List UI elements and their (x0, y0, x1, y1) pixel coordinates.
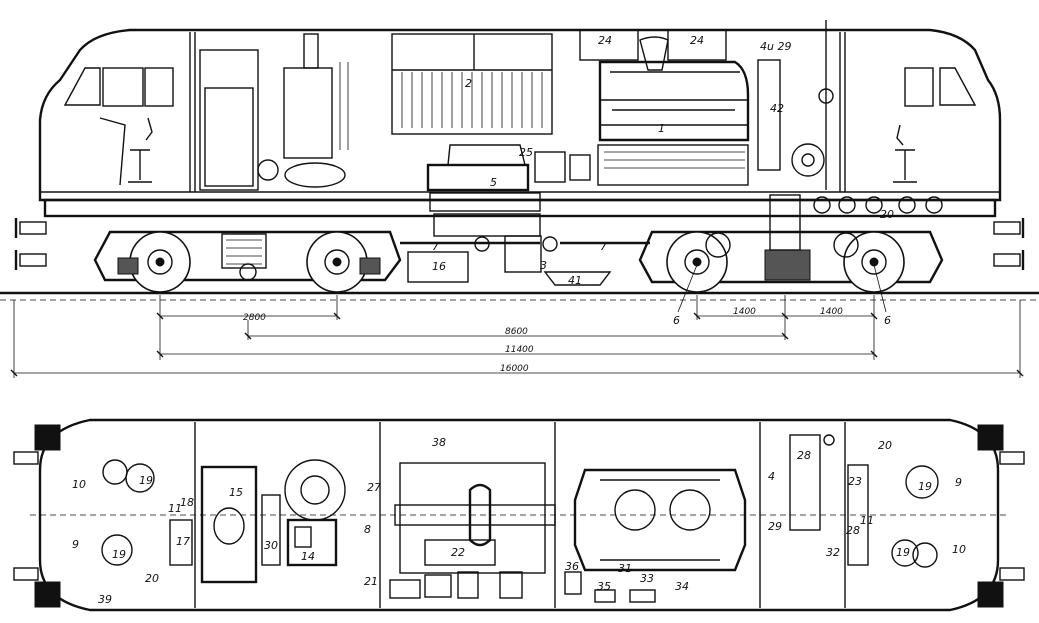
side-label-3: 3 (540, 259, 547, 272)
side-label-5: 5 (490, 176, 497, 189)
main-generator (426, 163, 530, 192)
plan-label-34: 34 (675, 580, 689, 593)
buffers-left (14, 218, 47, 270)
plan-label-36: 36 (565, 560, 579, 573)
plan-label-10a: 10 (72, 478, 86, 491)
plan-label-9a: 9 (955, 476, 962, 489)
side-label-1: 1 (658, 122, 665, 135)
plan-label-23: 23 (848, 475, 862, 488)
dim-1400-a: 1400 (733, 307, 756, 317)
plan-label-28b: 28 (846, 524, 860, 537)
right-bogie (638, 194, 944, 293)
plan-label-32: 32 (826, 546, 840, 559)
plan-label-17: 17 (176, 535, 190, 548)
side-label-4u29: 4u 29 (760, 40, 791, 53)
left-bogie (93, 230, 402, 293)
plan-label-10b: 10 (952, 543, 966, 556)
plan-label-35: 35 (597, 580, 611, 593)
dimension-lines (10, 264, 1024, 378)
side-body-outline (38, 28, 1002, 202)
plan-label-9b: 9 (72, 538, 79, 551)
dim-2800: 2800 (243, 313, 266, 323)
dim-1400-b: 1400 (820, 307, 843, 317)
side-label-20: 20 (880, 208, 894, 221)
side-label-16: 16 (432, 260, 446, 273)
plan-label-27: 27 (367, 481, 381, 494)
plan-label-20a: 20 (878, 439, 892, 452)
plan-label-14: 14 (301, 550, 315, 563)
plan-label-19c: 19 (112, 548, 126, 561)
side-label-6a: 6 (673, 314, 680, 327)
plan-body-outline (38, 418, 1000, 612)
tank-15 (200, 465, 258, 584)
dim-16000: 16000 (500, 364, 529, 374)
side-label-25: 25 (519, 146, 533, 159)
plan-label-19a: 19 (139, 474, 153, 487)
dim-8600: 8600 (505, 327, 528, 337)
plan-label-15: 15 (229, 486, 243, 499)
plan-label-31: 31 (618, 562, 632, 575)
plan-label-29: 29 (768, 520, 782, 533)
side-label-6b: 6 (884, 314, 891, 327)
radiator-fins (401, 72, 543, 128)
plan-label-19b: 19 (918, 480, 932, 493)
plan-label-18: 18 (180, 496, 194, 509)
plan-label-39: 39 (98, 593, 112, 606)
plan-label-8: 8 (364, 523, 371, 536)
side-label-2: 2 (465, 77, 472, 90)
side-label-24a: 24 (598, 34, 612, 47)
plan-view: 38 20 19 10 15 27 28 4 23 19 9 11 18 8 2… (13, 418, 1025, 612)
side-elevation: 24 24 4u 29 2 42 1 25 5 20 7 7 16 3 41 6… (0, 20, 1039, 378)
plan-label-11b: 11 (860, 514, 874, 527)
plan-label-20b: 20 (145, 572, 159, 585)
plan-label-19d: 19 (896, 546, 910, 559)
side-label-41: 41 (568, 274, 582, 287)
side-label-7a: 7 (432, 240, 439, 253)
plan-label-33: 33 (640, 572, 654, 585)
plan-label-4: 4 (768, 470, 775, 483)
plan-label-11a: 11 (168, 502, 182, 515)
plan-label-30: 30 (264, 539, 278, 552)
side-label-7b: 7 (600, 240, 607, 253)
diesel-engine (598, 60, 750, 142)
plan-label-28a: 28 (797, 449, 811, 462)
dim-11400: 11400 (505, 345, 534, 355)
plan-label-38: 38 (432, 436, 446, 449)
side-label-24b: 24 (690, 34, 704, 47)
side-label-42: 42 (770, 102, 784, 115)
plan-label-22: 22 (451, 546, 465, 559)
buffers-right (993, 218, 1025, 270)
plan-label-21: 21 (364, 575, 378, 588)
diesel-engine-plan (573, 468, 747, 572)
main-frame (43, 198, 997, 218)
